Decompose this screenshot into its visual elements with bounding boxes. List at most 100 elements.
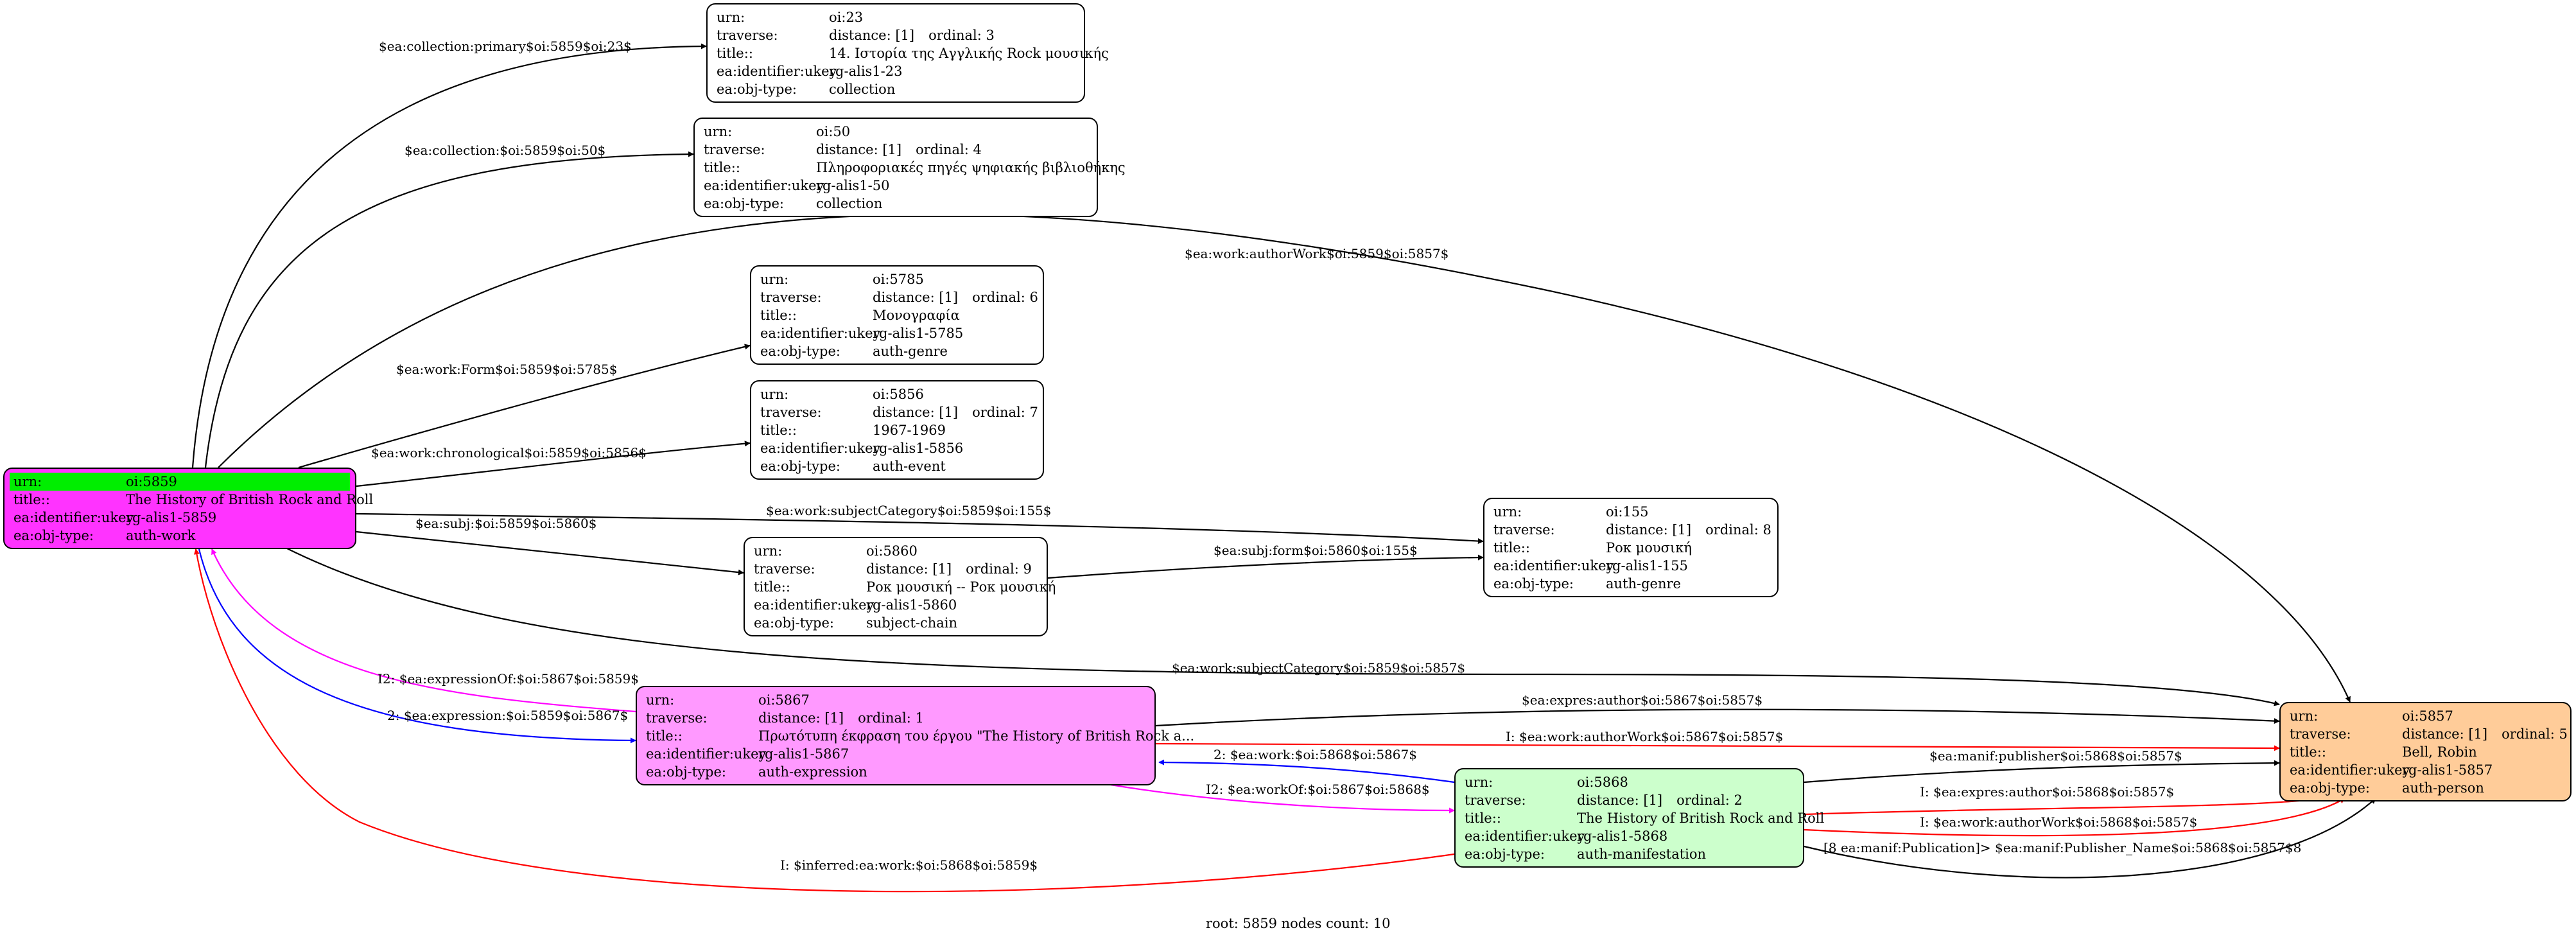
node-key-traverse: traverse: [1493, 522, 1555, 538]
node-title: Ροκ μουσική [1606, 540, 1692, 556]
edge-e15 [1804, 760, 2280, 784]
node-identifier: rg-alis1-5867 [758, 746, 849, 762]
node-key-urn: urn: [760, 272, 789, 287]
node-title: The History of British Rock and Roll [1577, 810, 1825, 826]
edge-e9 [285, 547, 2280, 706]
node-key-urn: urn: [13, 474, 42, 489]
edge-label-e4: $ea:work:Form$oi:5859$oi:5785$ [396, 362, 618, 377]
node-row: ea:obj-type:auth-genre [1493, 575, 1768, 593]
node-objtype: auth-genre [873, 344, 948, 359]
edge-e11 [198, 548, 636, 744]
edge-label-e7: $ea:subj:$oi:5859$oi:5860$ [415, 516, 597, 531]
node-row: title::Ροκ μουσική [1493, 539, 1768, 557]
node-key-title: title:: [2290, 744, 2326, 760]
node-title: Πρωτότυπη έκφραση του έργου "The History… [758, 728, 1195, 744]
node-row: ea:obj-type:auth-manifestation [1465, 845, 1794, 863]
root-objtype-row: ea:obj-type: auth-work [13, 527, 346, 545]
node-key-identifier: ea:identifier:ukey [760, 441, 881, 456]
edge-e3 [218, 213, 2351, 703]
node-objtype: auth-manifestation [1577, 846, 1707, 862]
node-row: title::14. Ιστορία της Αγγλικής Rock μου… [717, 44, 1109, 62]
node-distance: distance: [1] [1606, 522, 1692, 538]
node-ordinal: ordinal: 7 [972, 405, 1038, 420]
edge-e2 [204, 151, 694, 468]
node-identifier: rg-alis1-155 [1606, 558, 1688, 574]
node-row: urn:oi:23 [717, 8, 1075, 26]
node-row: traverse:distance: [1]ordinal: 9 [754, 560, 1038, 578]
node-key-urn: urn: [760, 387, 789, 402]
node-key-traverse: traverse: [717, 28, 778, 43]
node-objtype: auth-work [126, 528, 196, 543]
node-key-identifier: ea:identifier:ukey [704, 178, 824, 193]
node-row: ea:obj-type:auth-expression [646, 763, 1145, 781]
node-key-urn: urn: [1493, 504, 1522, 520]
node-objtype: collection [829, 82, 896, 97]
node-row: title::Bell, Robin [2290, 743, 2561, 761]
node-urn: oi:5785 [873, 272, 924, 287]
node-ordinal: ordinal: 2 [1676, 793, 1743, 808]
node-row: urn:oi:5867 [646, 691, 1145, 709]
edge-e8 [1047, 554, 1484, 579]
node-key-urn: urn: [754, 543, 783, 559]
node-distance: distance: [1] [873, 290, 959, 305]
node-ordinal: ordinal: 5 [2502, 726, 2568, 742]
edge-e20 [193, 548, 1455, 893]
edge-label-e12: $ea:expres:author$oi:5867$oi:5857$ [1522, 692, 1763, 708]
node-distance: distance: [1] [758, 710, 844, 726]
node-key-identifier: ea:identifier:ukey [646, 746, 767, 762]
node-key-title: title:: [704, 160, 740, 175]
node-key-traverse: traverse: [760, 405, 822, 420]
node-distance: distance: [1] [873, 405, 959, 420]
node-row: ea:obj-type:auth-person [2290, 779, 2561, 797]
node-key-traverse: traverse: [2290, 726, 2351, 742]
node-key-urn: urn: [646, 692, 675, 708]
node-ordinal: ordinal: 4 [916, 142, 982, 157]
edge-label-e15: $ea:manif:publisher$oi:5868$oi:5857$ [1929, 748, 2182, 764]
edge-e19 [1804, 798, 2376, 879]
node-key-title: title:: [13, 492, 50, 507]
edge-e10 [211, 548, 636, 713]
node-key-traverse: traverse: [704, 142, 765, 157]
node-ordinal: ordinal: 9 [966, 561, 1032, 577]
edge-e7 [356, 530, 744, 575]
node-title: Ροκ μουσική -- Ροκ μουσική [866, 579, 1056, 595]
edge-e1 [191, 43, 707, 468]
node-title: 14. Ιστορία της Αγγλικής Rock μουσικής [829, 46, 1109, 61]
node-row: urn:oi:5868 [1465, 773, 1794, 791]
node-objtype: collection [816, 196, 883, 211]
node-row: urn:oi:5857 [2290, 707, 2561, 725]
node-root-5859[interactable]: urn: oi:5859 title:: The History of Brit… [3, 468, 373, 549]
node-distance: distance: [1] [2402, 726, 2488, 742]
node-ordinal: ordinal: 1 [858, 710, 924, 726]
edge-e13 [1155, 742, 2280, 751]
node-key-title: title:: [646, 728, 683, 744]
node-identifier: rg-alis1-50 [816, 178, 890, 193]
node-row: title::1967-1969 [760, 421, 1034, 439]
node-row: traverse:distance: [1]ordinal: 6 [760, 288, 1038, 306]
edge-label-e5: $ea:work:chronological$oi:5859$oi:5856$ [371, 445, 647, 460]
node-row: ea:obj-type:collection [704, 195, 1088, 213]
node-row: urn:oi:5860 [754, 542, 1038, 560]
node-key-identifier: ea:identifier:ukey [2290, 762, 2410, 778]
node-objtype: auth-person [2402, 780, 2484, 796]
node-row: traverse:distance: [1]ordinal: 2 [1465, 791, 1794, 809]
node-title: Μονογραφία [873, 308, 960, 323]
node-objtype: subject-chain [866, 615, 958, 631]
node-identifier: rg-alis1-5856 [873, 441, 964, 456]
